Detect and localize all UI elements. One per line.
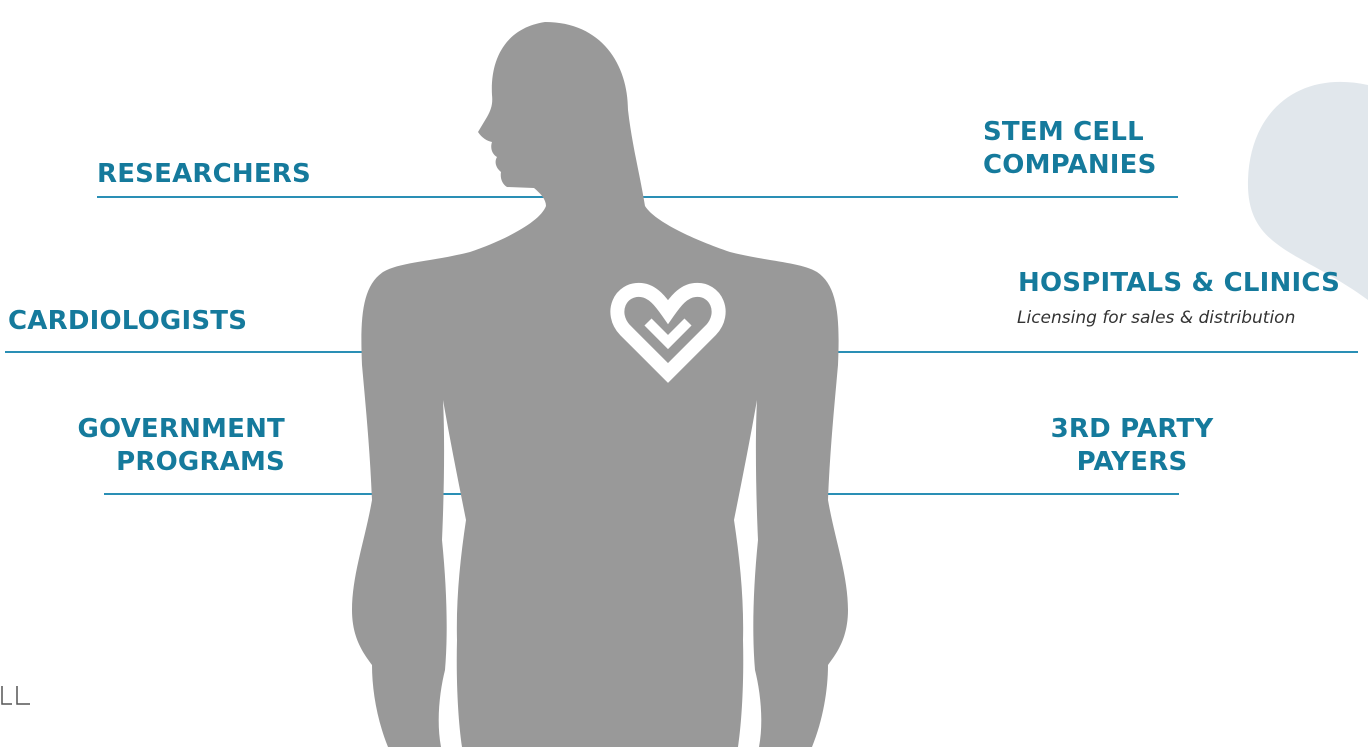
stakeholder-subtitle-hospitals-clinics: Licensing for sales & distribution bbox=[1017, 307, 1295, 329]
stakeholder-title-line: PROGRAMS bbox=[40, 446, 285, 479]
stakeholder-title-line: COMPANIES bbox=[983, 149, 1157, 182]
corner-logo-fragment-icon bbox=[0, 684, 40, 714]
stakeholder-hospitals-clinics: HOSPITALS & CLINICS bbox=[1018, 267, 1340, 300]
stakeholder-government-programs: GOVERNMENT PROGRAMS bbox=[40, 413, 285, 479]
stakeholder-3rd-party-payers: 3RD PARTY PAYERS bbox=[1030, 413, 1234, 479]
stakeholder-title-line: PAYERS bbox=[1030, 446, 1234, 479]
stakeholder-stem-cell-companies: STEM CELL COMPANIES bbox=[983, 116, 1157, 182]
stakeholder-cardiologists: CARDIOLOGISTS bbox=[8, 305, 247, 338]
stakeholder-title-line: GOVERNMENT bbox=[40, 413, 285, 446]
stakeholder-title-line: 3RD PARTY bbox=[1030, 413, 1234, 446]
stakeholder-title-line: STEM CELL bbox=[983, 116, 1157, 149]
stakeholder-title-line: RESEARCHERS bbox=[97, 158, 311, 191]
stakeholder-title-line: HOSPITALS & CLINICS bbox=[1018, 267, 1340, 300]
stakeholder-researchers: RESEARCHERS bbox=[97, 158, 311, 191]
stakeholder-title-line: CARDIOLOGISTS bbox=[8, 305, 247, 338]
